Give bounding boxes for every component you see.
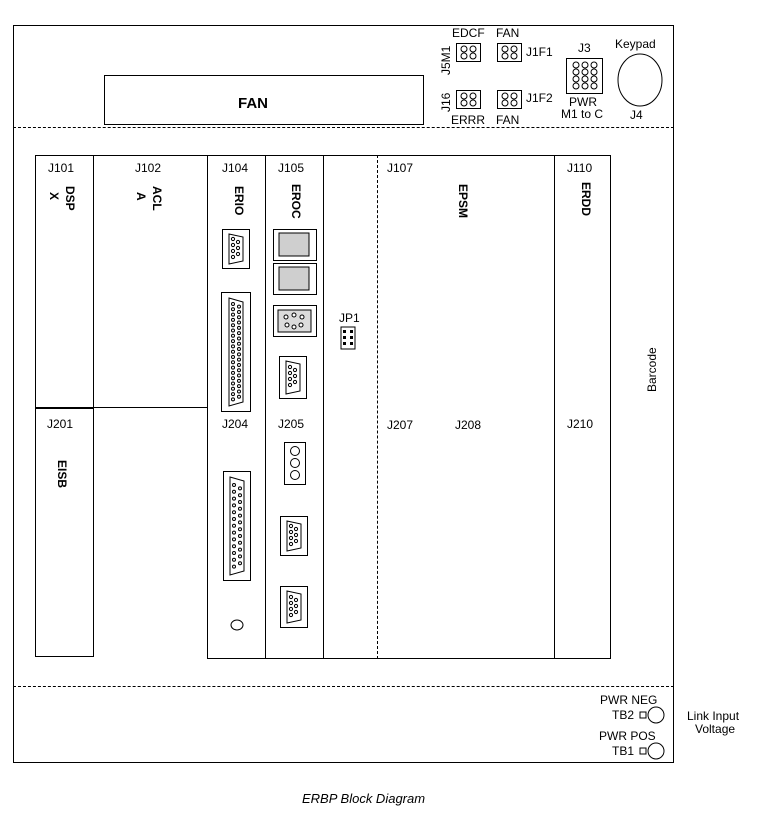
errr-label: ERRR: [451, 113, 486, 127]
link-input-label: Link Input: [687, 709, 740, 723]
pwr-neg-label: PWR NEG: [600, 693, 658, 707]
m1-to-c-label: M1 to C: [561, 107, 604, 121]
erdd-label: ERDD: [579, 182, 593, 217]
board-outline: [13, 25, 674, 763]
fan-label: FAN: [238, 95, 268, 112]
erio-led: [230, 619, 244, 631]
diagram-caption: ERBP Block Diagram: [302, 791, 426, 806]
j204-db25: [223, 471, 251, 581]
barcode-label: Barcode: [645, 347, 659, 392]
j5m1-label: J5M1: [439, 45, 453, 75]
j110-label: J110: [567, 161, 593, 175]
edcf-label: EDCF: [452, 26, 485, 40]
slot-j201: [35, 408, 94, 657]
jp1-jumper: [340, 326, 356, 350]
epsm-label: EPSM: [456, 184, 470, 219]
j16-pins: [460, 92, 477, 107]
j1f1-label: J1F1: [526, 45, 553, 59]
erio-label: ERIO: [232, 186, 246, 216]
j3-label: J3: [578, 41, 591, 55]
jp1-label: JP1: [339, 311, 360, 325]
tb2-label: TB2: [612, 708, 635, 722]
x-label: X: [47, 192, 61, 201]
slot-j107: [323, 155, 555, 659]
voltage-label: Voltage: [695, 722, 736, 736]
j102-label: J102: [135, 161, 162, 175]
erio-db37: [221, 292, 251, 412]
j16-connector: [456, 90, 481, 109]
j201-label: J201: [47, 417, 74, 431]
j101-label: J101: [48, 161, 75, 175]
j3-connector: [566, 58, 603, 94]
j205-db9-lower: [280, 586, 308, 628]
acl-label: ACL: [150, 186, 164, 211]
j1f2-label: J1F2: [526, 91, 553, 105]
pwr-pos-label: PWR POS: [599, 729, 656, 743]
eisb-label: EISB: [55, 460, 69, 489]
j205-label: J205: [278, 417, 305, 431]
fan-box: [104, 75, 424, 125]
tb1-label: TB1: [612, 744, 635, 758]
j104-label: J104: [222, 161, 249, 175]
tb2-terminal: [639, 706, 665, 724]
a-label: A: [134, 192, 148, 201]
eroc-mini-din: [273, 305, 317, 337]
j1f1-pins: [501, 45, 518, 60]
bottom-dashed-separator: [13, 686, 674, 687]
j205-db9-upper: [280, 516, 308, 556]
fan-bottom-right-label: FAN: [496, 113, 520, 127]
j208-label: J208: [455, 418, 482, 432]
j1f1-connector: [497, 43, 522, 62]
eroc-label: EROC: [289, 184, 303, 219]
keypad-label: Keypad: [615, 37, 656, 51]
j204-label: J204: [222, 417, 249, 431]
edcf-pins: [460, 45, 477, 60]
j4-label: J4: [630, 108, 643, 122]
j205-led-stack: [284, 442, 306, 485]
eroc-db9: [279, 356, 307, 399]
eroc-rj45-1: [273, 229, 317, 261]
j1f2-connector: [497, 90, 522, 109]
j207-label: J207: [387, 418, 414, 432]
eroc-rj45-2: [273, 263, 317, 295]
tb1-terminal: [639, 742, 665, 760]
j210-label: J210: [567, 417, 594, 431]
epsm-divider: [377, 155, 378, 659]
j1f2-pins: [501, 92, 518, 107]
j3-pins: [572, 61, 598, 90]
dsp-label: DSP: [63, 186, 77, 211]
slot-j110: [554, 155, 611, 659]
top-dashed-separator: [13, 127, 674, 128]
fan-top-right-label: FAN: [496, 26, 520, 40]
j105-label: J105: [278, 161, 305, 175]
pwr-label: PWR: [569, 95, 597, 109]
keypad-ellipse: [617, 53, 663, 107]
j107-label: J107: [387, 161, 414, 175]
erio-db9-top: [222, 229, 250, 269]
edcf-connector: [456, 43, 481, 62]
j16-label: J16: [439, 92, 453, 112]
